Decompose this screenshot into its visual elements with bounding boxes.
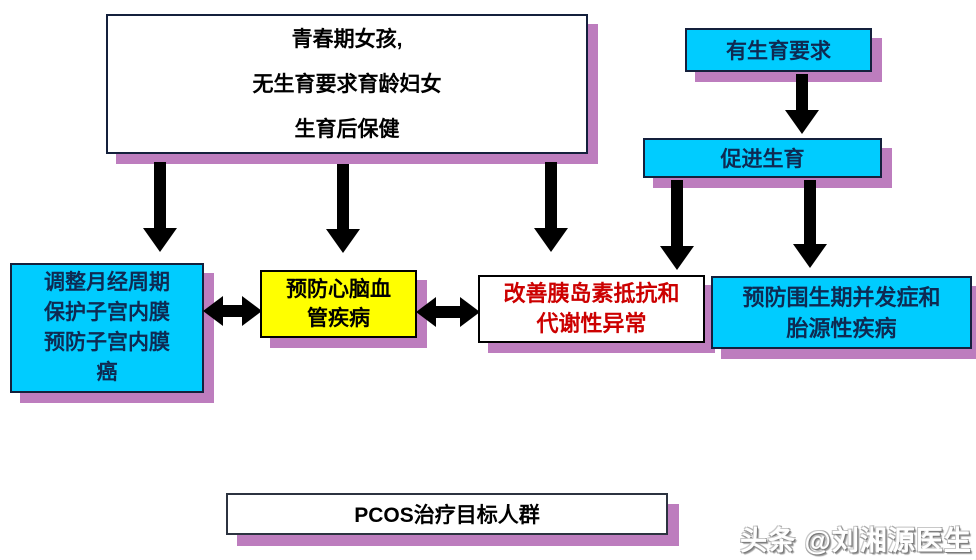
box-diagram-title: PCOS治疗目标人群 xyxy=(226,493,668,535)
arrow-shaft xyxy=(671,180,683,246)
arrow-shaft xyxy=(337,164,349,229)
arrow-shaft xyxy=(154,162,166,228)
arrow-head-left-icon xyxy=(416,297,436,327)
arrow-promote-to-perinatal xyxy=(793,180,827,268)
box-promote-fertility-label: 促进生育 xyxy=(720,148,805,171)
arrow-head-icon xyxy=(793,244,827,268)
arrow-shaft xyxy=(218,305,247,317)
box-no-fertility-populations: 青春期女孩, 无生育要求育龄妇女 生育后保健 xyxy=(106,14,588,154)
box-insulin-metabolic-label: 改善胰岛素抵抗和 代谢性异常 xyxy=(503,281,680,336)
arrow-head-icon xyxy=(785,110,819,134)
box-promote-fertility: 促进生育 xyxy=(643,138,882,178)
box-fertility-demand: 有生育要求 xyxy=(685,28,872,72)
arrow-head-right-icon xyxy=(242,296,262,326)
box-perinatal-disease: 预防围生期并发症和 胎源性疾病 xyxy=(711,276,972,349)
box-perinatal-disease-label: 预防围生期并发症和 胎源性疾病 xyxy=(742,284,941,341)
arrow-shaft xyxy=(796,74,808,110)
box-menstrual-endometrium: 调整月经周期 保护子宫内膜 预防子宫内膜 癌 xyxy=(10,263,204,393)
box-cardiovascular-label: 预防心脑血 管疾病 xyxy=(286,278,391,330)
box-insulin-metabolic: 改善胰岛素抵抗和 代谢性异常 xyxy=(478,275,705,343)
arrow-shaft xyxy=(804,180,816,244)
arrow-head-icon xyxy=(143,228,177,252)
arrow-head-right-icon xyxy=(460,297,480,327)
watermark-text: 头条 @刘湘源医生 xyxy=(740,526,972,556)
box-fertility-demand-label: 有生育要求 xyxy=(726,40,831,63)
arrow-head-left-icon xyxy=(203,296,223,326)
arrow-head-icon xyxy=(534,228,568,252)
box-menstrual-endometrium-label: 调整月经周期 保护子宫内膜 预防子宫内膜 癌 xyxy=(44,271,170,384)
arrow-head-icon xyxy=(326,229,360,253)
arrow-top-to-insulin xyxy=(534,162,568,252)
double-arrow-cardiovascular-insulin xyxy=(416,297,480,327)
arrow-shaft xyxy=(545,162,557,228)
arrow-top-to-menstrual xyxy=(143,162,177,252)
arrow-fertility-to-promote xyxy=(785,74,819,134)
double-arrow-menstrual-cardiovascular xyxy=(203,296,262,326)
diagram-title-label: PCOS治疗目标人群 xyxy=(354,504,540,527)
arrow-shaft xyxy=(431,306,465,318)
arrow-promote-to-insulin xyxy=(660,180,694,270)
arrow-head-icon xyxy=(660,246,694,270)
box-no-fertility-populations-label: 青春期女孩, 无生育要求育龄妇女 生育后保健 xyxy=(252,27,442,141)
arrow-top-to-cardiovascular xyxy=(326,164,360,253)
box-cardiovascular: 预防心脑血 管疾病 xyxy=(260,270,417,338)
